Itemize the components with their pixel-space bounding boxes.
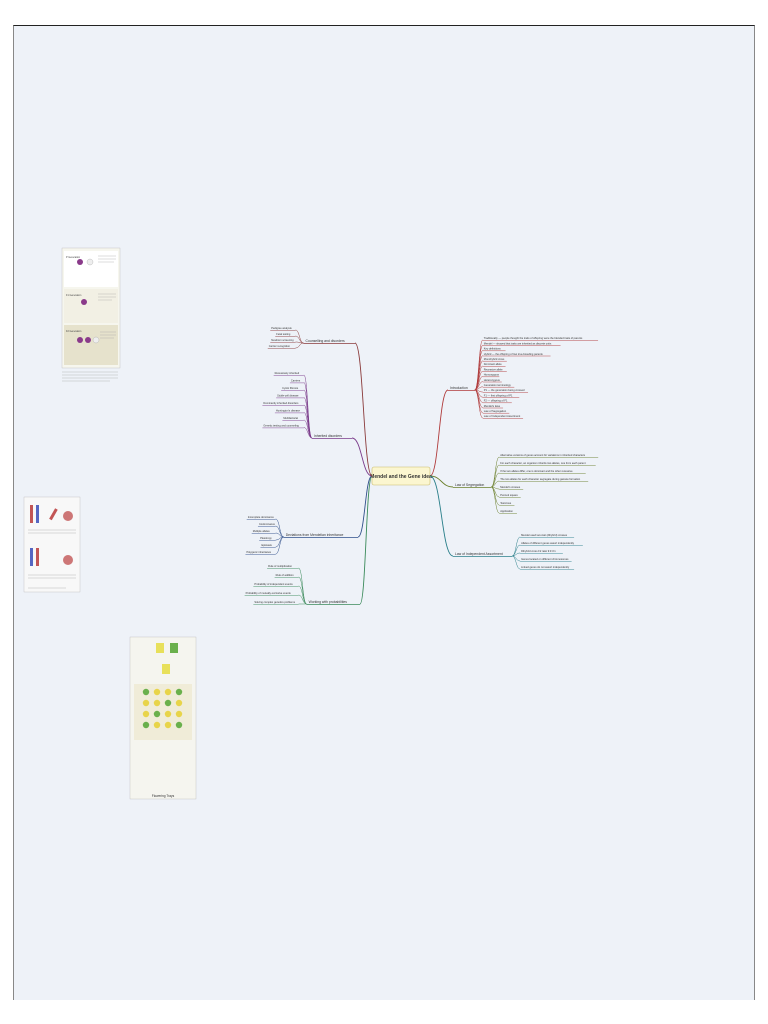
branch-item[interactable]: The two alleles for each character segre… bbox=[500, 477, 581, 481]
branch-item[interactable]: Mendel's crosses bbox=[500, 485, 521, 489]
branch-deviations[interactable]: Deviations from Mendelian inheritance Inc… bbox=[245, 475, 373, 555]
branch-item[interactable]: Genetic testing and counseling bbox=[263, 424, 299, 428]
branch-item[interactable]: Heterozygous bbox=[484, 378, 501, 382]
branch-label[interactable]: Law of Independent Assortment bbox=[455, 552, 503, 556]
pea-icon bbox=[153, 699, 161, 707]
branch-item[interactable]: Pleiotropy bbox=[260, 536, 272, 540]
branch-independent[interactable]: Law of Independent Assortment Mendel used… bbox=[429, 475, 583, 570]
branch-item[interactable]: Solving complex genetics problems bbox=[254, 600, 295, 604]
central-node[interactable]: Mendel and the Gene idea bbox=[370, 466, 432, 486]
branch-counseling[interactable]: Counselling and disorders Pedigree analys… bbox=[267, 326, 373, 477]
pea-icon bbox=[164, 710, 172, 718]
branch-label[interactable]: Deviations from Mendelian inheritance bbox=[286, 533, 344, 537]
flower-icon bbox=[92, 336, 100, 344]
branch-introduction[interactable]: Introduction Traditionally — people thoug… bbox=[429, 336, 599, 477]
figure-row-label: P Generation bbox=[66, 256, 81, 259]
branch-item[interactable]: Pedigree analysis bbox=[271, 326, 292, 330]
branch-item[interactable]: Epistasis bbox=[261, 543, 272, 547]
flower-icon bbox=[77, 337, 83, 343]
pea-icon bbox=[164, 688, 172, 696]
pea-icon bbox=[153, 721, 161, 729]
branch-item[interactable]: Generation terminology bbox=[484, 383, 512, 387]
branch-item[interactable]: Multiple alleles bbox=[253, 529, 271, 533]
flower-icon bbox=[81, 299, 87, 305]
pea-icon bbox=[164, 699, 172, 707]
branch-label[interactable]: Working with probabilities bbox=[309, 600, 348, 604]
branch-item[interactable]: Huntington's disease bbox=[276, 409, 301, 413]
pea-icon bbox=[142, 710, 150, 718]
figure-bottom-panel: Flowering Trays bbox=[129, 636, 197, 800]
branch-disorders[interactable]: Inherited disorders Recessively inherited… bbox=[262, 371, 373, 477]
branch-item[interactable]: P1 — the generation being crossed bbox=[484, 388, 525, 392]
figure-caption: Flowering Trays bbox=[152, 794, 175, 798]
branch-item[interactable]: Mendel — showed that traits are inherite… bbox=[484, 341, 552, 345]
pea-icon bbox=[142, 721, 150, 729]
branch-item[interactable]: Newborn screening bbox=[271, 338, 294, 342]
pea-icon bbox=[175, 721, 183, 729]
mindmap-canvas bbox=[13, 25, 755, 1000]
branch-label[interactable]: Inherited disorders bbox=[314, 434, 342, 438]
branch-item[interactable]: Alternative versions of genes account fo… bbox=[500, 453, 586, 457]
branch-item[interactable]: Rule of addition bbox=[276, 573, 295, 577]
pea-icon bbox=[153, 688, 161, 696]
pea-icon bbox=[153, 710, 161, 718]
pea-icon bbox=[175, 688, 183, 696]
branch-item[interactable]: Testcross bbox=[500, 501, 512, 505]
branch-item[interactable]: For each character, an organism inherits… bbox=[500, 461, 586, 465]
branch-item[interactable]: Recessive allele bbox=[484, 367, 503, 371]
branch-item[interactable]: Alleles of different genes assort indepe… bbox=[521, 541, 575, 545]
branch-item[interactable]: Dihybrid cross F2 ratio 9:3:3:1 bbox=[521, 549, 556, 553]
figure-row-label: F2 Generation bbox=[66, 330, 82, 333]
figure-chromosome-panel bbox=[23, 496, 81, 593]
figure-top-panel: P Generation F1 Generation F2 Generation bbox=[61, 247, 121, 382]
branch-item[interactable]: If the two alleles differ, one is domina… bbox=[500, 469, 573, 473]
branch-item[interactable]: Genes located on different chromosomes bbox=[521, 557, 569, 561]
branch-item[interactable]: F2 — offspring of F1 bbox=[484, 399, 508, 403]
figure-row-label: F1 Generation bbox=[66, 294, 82, 297]
branch-item[interactable]: Carriers bbox=[291, 379, 301, 383]
branch-item[interactable]: Law of Independent Assortment bbox=[484, 414, 521, 418]
branch-item[interactable]: Application bbox=[500, 509, 513, 513]
branch-item[interactable]: Cystic fibrosis bbox=[282, 386, 299, 390]
branch-item[interactable]: Fetal testing bbox=[276, 332, 291, 336]
pea-icon bbox=[175, 699, 183, 707]
branch-label[interactable]: Introduction bbox=[450, 386, 468, 390]
branch-item[interactable]: Multifactorial bbox=[283, 416, 298, 420]
branch-item[interactable]: Rule of multiplication bbox=[268, 564, 292, 568]
branch-item[interactable]: Recessively inherited bbox=[275, 371, 300, 375]
flower-icon bbox=[85, 337, 91, 343]
branch-item[interactable]: Linked genes do not assort independently bbox=[521, 565, 570, 569]
branch-label[interactable]: Counselling and disorders bbox=[306, 339, 346, 343]
branch-item[interactable]: Punnett square bbox=[500, 493, 518, 497]
branch-item[interactable]: Hybrid — the offspring of two true-breed… bbox=[484, 352, 544, 356]
branch-item[interactable]: Dominant allele bbox=[484, 362, 502, 366]
pea-icon bbox=[142, 699, 150, 707]
branch-item[interactable]: Traditionally — people thought the trait… bbox=[484, 336, 583, 340]
branch-item[interactable]: Mendel used two-trait (dihybrid) crosses bbox=[521, 533, 568, 537]
pea-icon bbox=[164, 721, 172, 729]
flower-icon bbox=[86, 258, 94, 266]
branch-label[interactable]: Law of Segregation bbox=[455, 483, 484, 487]
branch-item[interactable]: Codominance bbox=[259, 522, 276, 526]
branch-probability[interactable]: Working with probabilities Rule of multip… bbox=[244, 475, 373, 605]
branch-item[interactable]: Incomplete dominance bbox=[248, 515, 275, 519]
pea-icon bbox=[175, 710, 183, 718]
branch-segregation[interactable]: Law of Segregation Alternative versions o… bbox=[429, 453, 599, 514]
branch-item[interactable]: Carrier recognition bbox=[269, 344, 291, 348]
branch-item[interactable]: Mendel's laws bbox=[484, 404, 501, 408]
branch-item[interactable]: Key definitions bbox=[484, 347, 502, 351]
branch-item[interactable]: Polygenic inheritance bbox=[246, 550, 271, 554]
branch-item[interactable]: Probability of independent events bbox=[254, 582, 293, 586]
branch-item[interactable]: Sickle-cell disease bbox=[277, 394, 299, 398]
central-topic: Mendel and the Gene idea bbox=[370, 474, 432, 480]
branch-item[interactable]: Homozygous bbox=[484, 373, 500, 377]
branch-item[interactable]: F1 — first offspring of P1 bbox=[484, 393, 513, 397]
branch-item[interactable]: Probability of mutually exclusive events bbox=[246, 591, 292, 595]
branch-item[interactable]: Monohybrid cross bbox=[484, 357, 505, 361]
branch-item[interactable]: Law of Segregation bbox=[484, 409, 507, 413]
pea-icon bbox=[142, 688, 150, 696]
flower-icon bbox=[77, 259, 83, 265]
branch-item[interactable]: Dominantly inherited disorders bbox=[263, 401, 299, 405]
